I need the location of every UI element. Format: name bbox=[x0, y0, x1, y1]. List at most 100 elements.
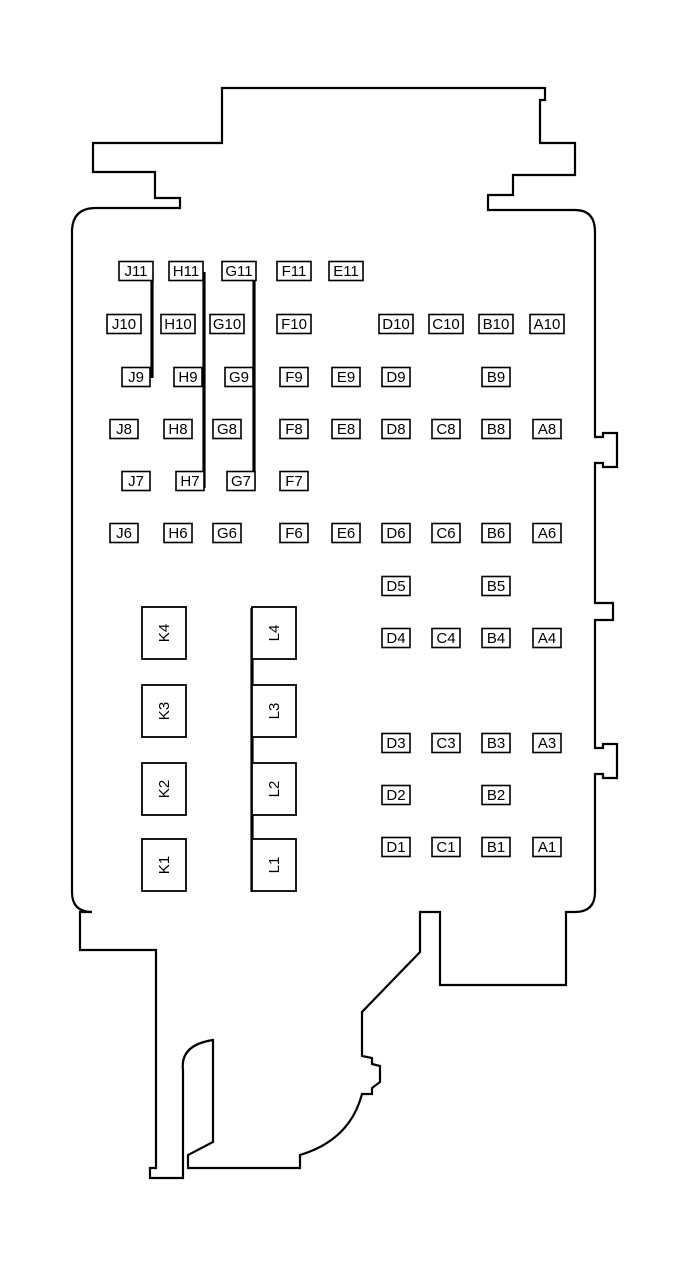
fuse-f7: F7 bbox=[279, 470, 309, 492]
fuse-box bbox=[478, 313, 514, 335]
relay-box bbox=[251, 762, 297, 816]
fuse-d4: D4 bbox=[381, 627, 411, 649]
relay-k2: K2 bbox=[141, 762, 187, 816]
relay-k1: K1 bbox=[141, 838, 187, 892]
fuse-label: F8 bbox=[285, 421, 303, 438]
fuse-box bbox=[431, 627, 461, 649]
relay-box bbox=[141, 762, 187, 816]
relay-box bbox=[141, 606, 187, 660]
fuse-g9: G9 bbox=[224, 366, 254, 388]
fuse-j6: J6 bbox=[109, 522, 139, 544]
fuse-box bbox=[331, 418, 361, 440]
fuse-box bbox=[121, 470, 151, 492]
fuse-b1: B1 bbox=[481, 836, 511, 858]
fuse-d8: D8 bbox=[381, 418, 411, 440]
fuse-b6: B6 bbox=[481, 522, 511, 544]
fuse-a4: A4 bbox=[532, 627, 562, 649]
fuse-box bbox=[109, 522, 139, 544]
fuse-box bbox=[428, 313, 464, 335]
fuse-label: D8 bbox=[386, 421, 405, 438]
relay-l1: L1 bbox=[251, 838, 297, 892]
fuse-label: B1 bbox=[487, 839, 505, 856]
fuse-label: F10 bbox=[281, 316, 307, 333]
fuse-h11: H11 bbox=[168, 260, 204, 282]
relay-label: L2 bbox=[266, 781, 283, 798]
fuse-box bbox=[163, 418, 193, 440]
fuse-box bbox=[168, 260, 204, 282]
fuse-box bbox=[532, 522, 562, 544]
fuse-label: H6 bbox=[168, 525, 187, 542]
fuse-a1: A1 bbox=[532, 836, 562, 858]
fuse-label: B10 bbox=[483, 316, 510, 333]
fuse-h9: H9 bbox=[173, 366, 203, 388]
fuse-label: F6 bbox=[285, 525, 303, 542]
fuse-box bbox=[224, 366, 254, 388]
fuse-box bbox=[481, 627, 511, 649]
fuse-label: D9 bbox=[386, 369, 405, 386]
fuse-box bbox=[381, 732, 411, 754]
fuse-label: E8 bbox=[337, 421, 355, 438]
fuse-a10: A10 bbox=[529, 313, 565, 335]
fuse-f11: F11 bbox=[276, 260, 312, 282]
fuse-label: C3 bbox=[436, 735, 455, 752]
fuse-j10: J10 bbox=[106, 313, 142, 335]
fuse-h8: H8 bbox=[163, 418, 193, 440]
fuse-label: A1 bbox=[538, 839, 556, 856]
fuse-box bbox=[279, 522, 309, 544]
relay-label: L4 bbox=[266, 625, 283, 642]
fuse-box bbox=[381, 627, 411, 649]
fuse-label: B3 bbox=[487, 735, 505, 752]
fuse-label: D4 bbox=[386, 630, 405, 647]
fuse-box bbox=[276, 313, 312, 335]
fuse-label: G9 bbox=[229, 369, 249, 386]
fuse-c8: C8 bbox=[431, 418, 461, 440]
fuse-label: F11 bbox=[282, 263, 307, 280]
fuse-box bbox=[381, 836, 411, 858]
fuse-box bbox=[175, 470, 205, 492]
fuse-h10: H10 bbox=[160, 313, 196, 335]
fuse-d10: D10 bbox=[378, 313, 414, 335]
fuse-block-outline bbox=[70, 86, 619, 1180]
fuse-a6: A6 bbox=[532, 522, 562, 544]
fuse-label: E6 bbox=[337, 525, 355, 542]
fuse-box bbox=[209, 313, 245, 335]
fuse-f10: F10 bbox=[276, 313, 312, 335]
fuse-label: A6 bbox=[538, 525, 556, 542]
fuse-f9: F9 bbox=[279, 366, 309, 388]
relay-label: K2 bbox=[156, 780, 173, 798]
relay-box bbox=[251, 838, 297, 892]
fuse-label: H8 bbox=[168, 421, 187, 438]
fuse-box bbox=[381, 418, 411, 440]
fuse-label: H7 bbox=[180, 473, 199, 490]
relay-k3: K3 bbox=[141, 684, 187, 738]
fuse-label: J10 bbox=[112, 316, 136, 333]
fuse-h6: H6 bbox=[163, 522, 193, 544]
fuse-f8: F8 bbox=[279, 418, 309, 440]
fuse-c4: C4 bbox=[431, 627, 461, 649]
fuse-g8: G8 bbox=[212, 418, 242, 440]
fuse-label: G6 bbox=[217, 525, 237, 542]
fuse-c6: C6 bbox=[431, 522, 461, 544]
fuse-label: J6 bbox=[116, 525, 132, 542]
fuse-box bbox=[331, 366, 361, 388]
fuse-box bbox=[279, 418, 309, 440]
fuse-label: B5 bbox=[487, 578, 505, 595]
fuse-box bbox=[532, 627, 562, 649]
fuse-label: H11 bbox=[173, 263, 199, 280]
fuse-label: J7 bbox=[128, 473, 144, 490]
fuse-box bbox=[431, 836, 461, 858]
fuse-b2: B2 bbox=[481, 784, 511, 806]
relay-label: K3 bbox=[156, 702, 173, 720]
fuse-label: B9 bbox=[487, 369, 505, 386]
fuse-label: A8 bbox=[538, 421, 556, 438]
fuse-label: B8 bbox=[487, 421, 505, 438]
fuse-box bbox=[226, 470, 256, 492]
fuse-box bbox=[481, 784, 511, 806]
fuse-box bbox=[163, 522, 193, 544]
fuse-c3: C3 bbox=[431, 732, 461, 754]
fuse-g10: G10 bbox=[209, 313, 245, 335]
fuse-j8: J8 bbox=[109, 418, 139, 440]
fuse-b5: B5 bbox=[481, 575, 511, 597]
